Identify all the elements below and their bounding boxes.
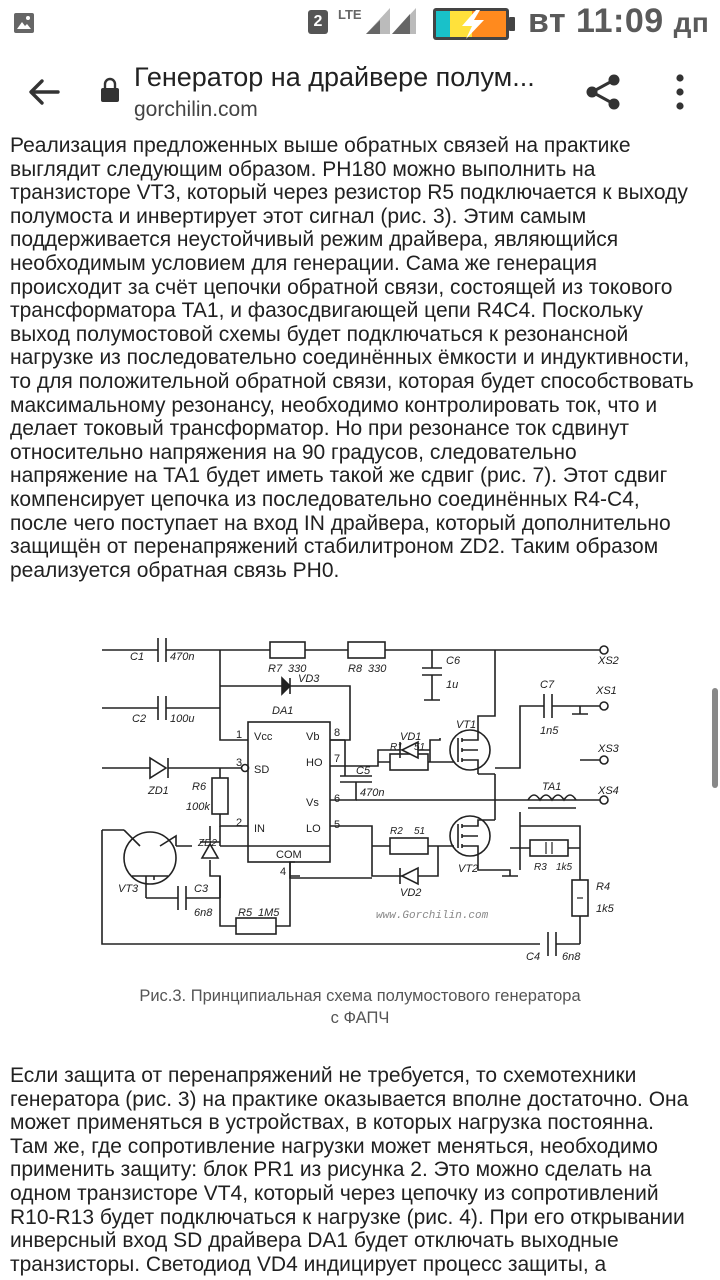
label-vd2: VD2 <box>400 887 421 899</box>
signal-icon <box>392 8 416 34</box>
label-c4: C4 <box>526 951 540 963</box>
pin-3: 3 <box>236 757 242 769</box>
label-r7-value: 330 <box>288 663 307 675</box>
label-r5: R5 <box>238 907 253 919</box>
article-paragraph: Если защита от перенапряжений не требует… <box>10 1064 689 1276</box>
label-da1: DA1 <box>272 705 293 717</box>
label-vb: Vb <box>306 731 319 743</box>
label-r3-value: 1k5 <box>556 862 573 873</box>
label-r2-value: 51 <box>414 826 425 837</box>
label-lo: LO <box>306 823 321 835</box>
scrollbar-thumb[interactable] <box>712 688 718 788</box>
label-xs1: XS1 <box>595 685 617 697</box>
label-c6: C6 <box>446 655 461 667</box>
label-vt2: VT2 <box>458 863 478 875</box>
pin-7: 7 <box>334 753 340 765</box>
label-c5-value: 470n <box>360 787 384 799</box>
pin-1: 1 <box>236 729 242 741</box>
status-bar: 2 LTE вт 11:09 дп <box>0 0 720 48</box>
label-c3-value: 6n8 <box>194 907 213 919</box>
label-ta1: TA1 <box>542 781 561 793</box>
pin-5: 5 <box>334 819 340 831</box>
label-c1-value: 470n <box>170 651 194 663</box>
battery-charging-icon <box>433 8 515 40</box>
label-vd1: VD1 <box>400 731 421 743</box>
browser-toolbar: Генератор на драйвере полум... gorchilin… <box>0 48 720 136</box>
label-xs4: XS4 <box>597 785 619 797</box>
label-c7-value: 1n5 <box>540 725 559 737</box>
figure-caption: Рис.3. Принципиальная схема полумостовог… <box>139 987 581 1027</box>
label-r1: R1 <box>390 742 403 753</box>
clock-time: вт 11:09 <box>528 2 664 40</box>
clock: вт 11:09 дп <box>528 2 709 41</box>
label-r1-value: 51 <box>414 742 425 753</box>
pin-8: 8 <box>334 727 340 739</box>
label-r7: R7 <box>268 663 283 675</box>
page-title[interactable]: Генератор на драйвере полум... <box>134 62 535 92</box>
label-vs: Vs <box>306 797 319 809</box>
label-ho: HO <box>306 757 323 769</box>
label-c5: C5 <box>356 765 371 777</box>
watermark: www.Gorchilin.com <box>376 910 489 922</box>
back-arrow-icon[interactable] <box>24 72 64 112</box>
label-c4-value: 6n8 <box>562 951 581 963</box>
label-c7: C7 <box>540 679 555 691</box>
label-vt1: VT1 <box>456 719 476 731</box>
pin-6: 6 <box>334 793 340 805</box>
circuit-schematic: C1 470n R7 330 R8 330 XS2 C6 1u C2 100u … <box>101 638 620 963</box>
label-r5-value: 1M5 <box>258 907 280 919</box>
network-type: LTE <box>338 7 362 22</box>
label-r4-value: 1k5 <box>596 903 615 915</box>
clock-ampm: дп <box>673 7 710 38</box>
label-zd2: ZD2 <box>197 838 217 849</box>
article-content: Реализация предложенных выше обратных св… <box>0 136 720 1280</box>
sim-icon: 2 <box>308 10 328 34</box>
label-r8-value: 330 <box>368 663 387 675</box>
label-sd: SD <box>254 764 269 776</box>
label-r6-value: 100k <box>186 801 210 813</box>
label-zd1: ZD1 <box>147 785 169 797</box>
more-vert-icon[interactable] <box>664 70 696 114</box>
label-r8: R8 <box>348 663 363 675</box>
label-c6-value: 1u <box>446 679 458 691</box>
image-icon <box>14 13 34 33</box>
label-r4: R4 <box>596 881 610 893</box>
label-r6: R6 <box>192 781 207 793</box>
signal-icon <box>366 8 390 34</box>
label-r3: R3 <box>534 862 547 873</box>
lock-icon <box>101 77 119 102</box>
pin-4: 4 <box>280 866 286 878</box>
label-vt3: VT3 <box>118 883 139 895</box>
article-paragraph: Реализация предложенных выше обратных св… <box>10 136 694 582</box>
label-vcc: Vcc <box>254 731 273 743</box>
page-domain[interactable]: gorchilin.com <box>134 98 258 121</box>
label-xs3: XS3 <box>597 743 620 755</box>
label-c1: C1 <box>130 651 144 663</box>
label-c2-value: 100u <box>170 713 194 725</box>
label-c3: C3 <box>194 883 209 895</box>
pin-2: 2 <box>236 817 242 829</box>
label-in: IN <box>254 823 265 835</box>
label-vd3: VD3 <box>298 673 320 685</box>
share-icon[interactable] <box>584 72 624 112</box>
label-r2: R2 <box>390 826 403 837</box>
label-c2: C2 <box>132 713 146 725</box>
label-com: COM <box>276 849 302 861</box>
label-xs2: XS2 <box>597 655 619 667</box>
